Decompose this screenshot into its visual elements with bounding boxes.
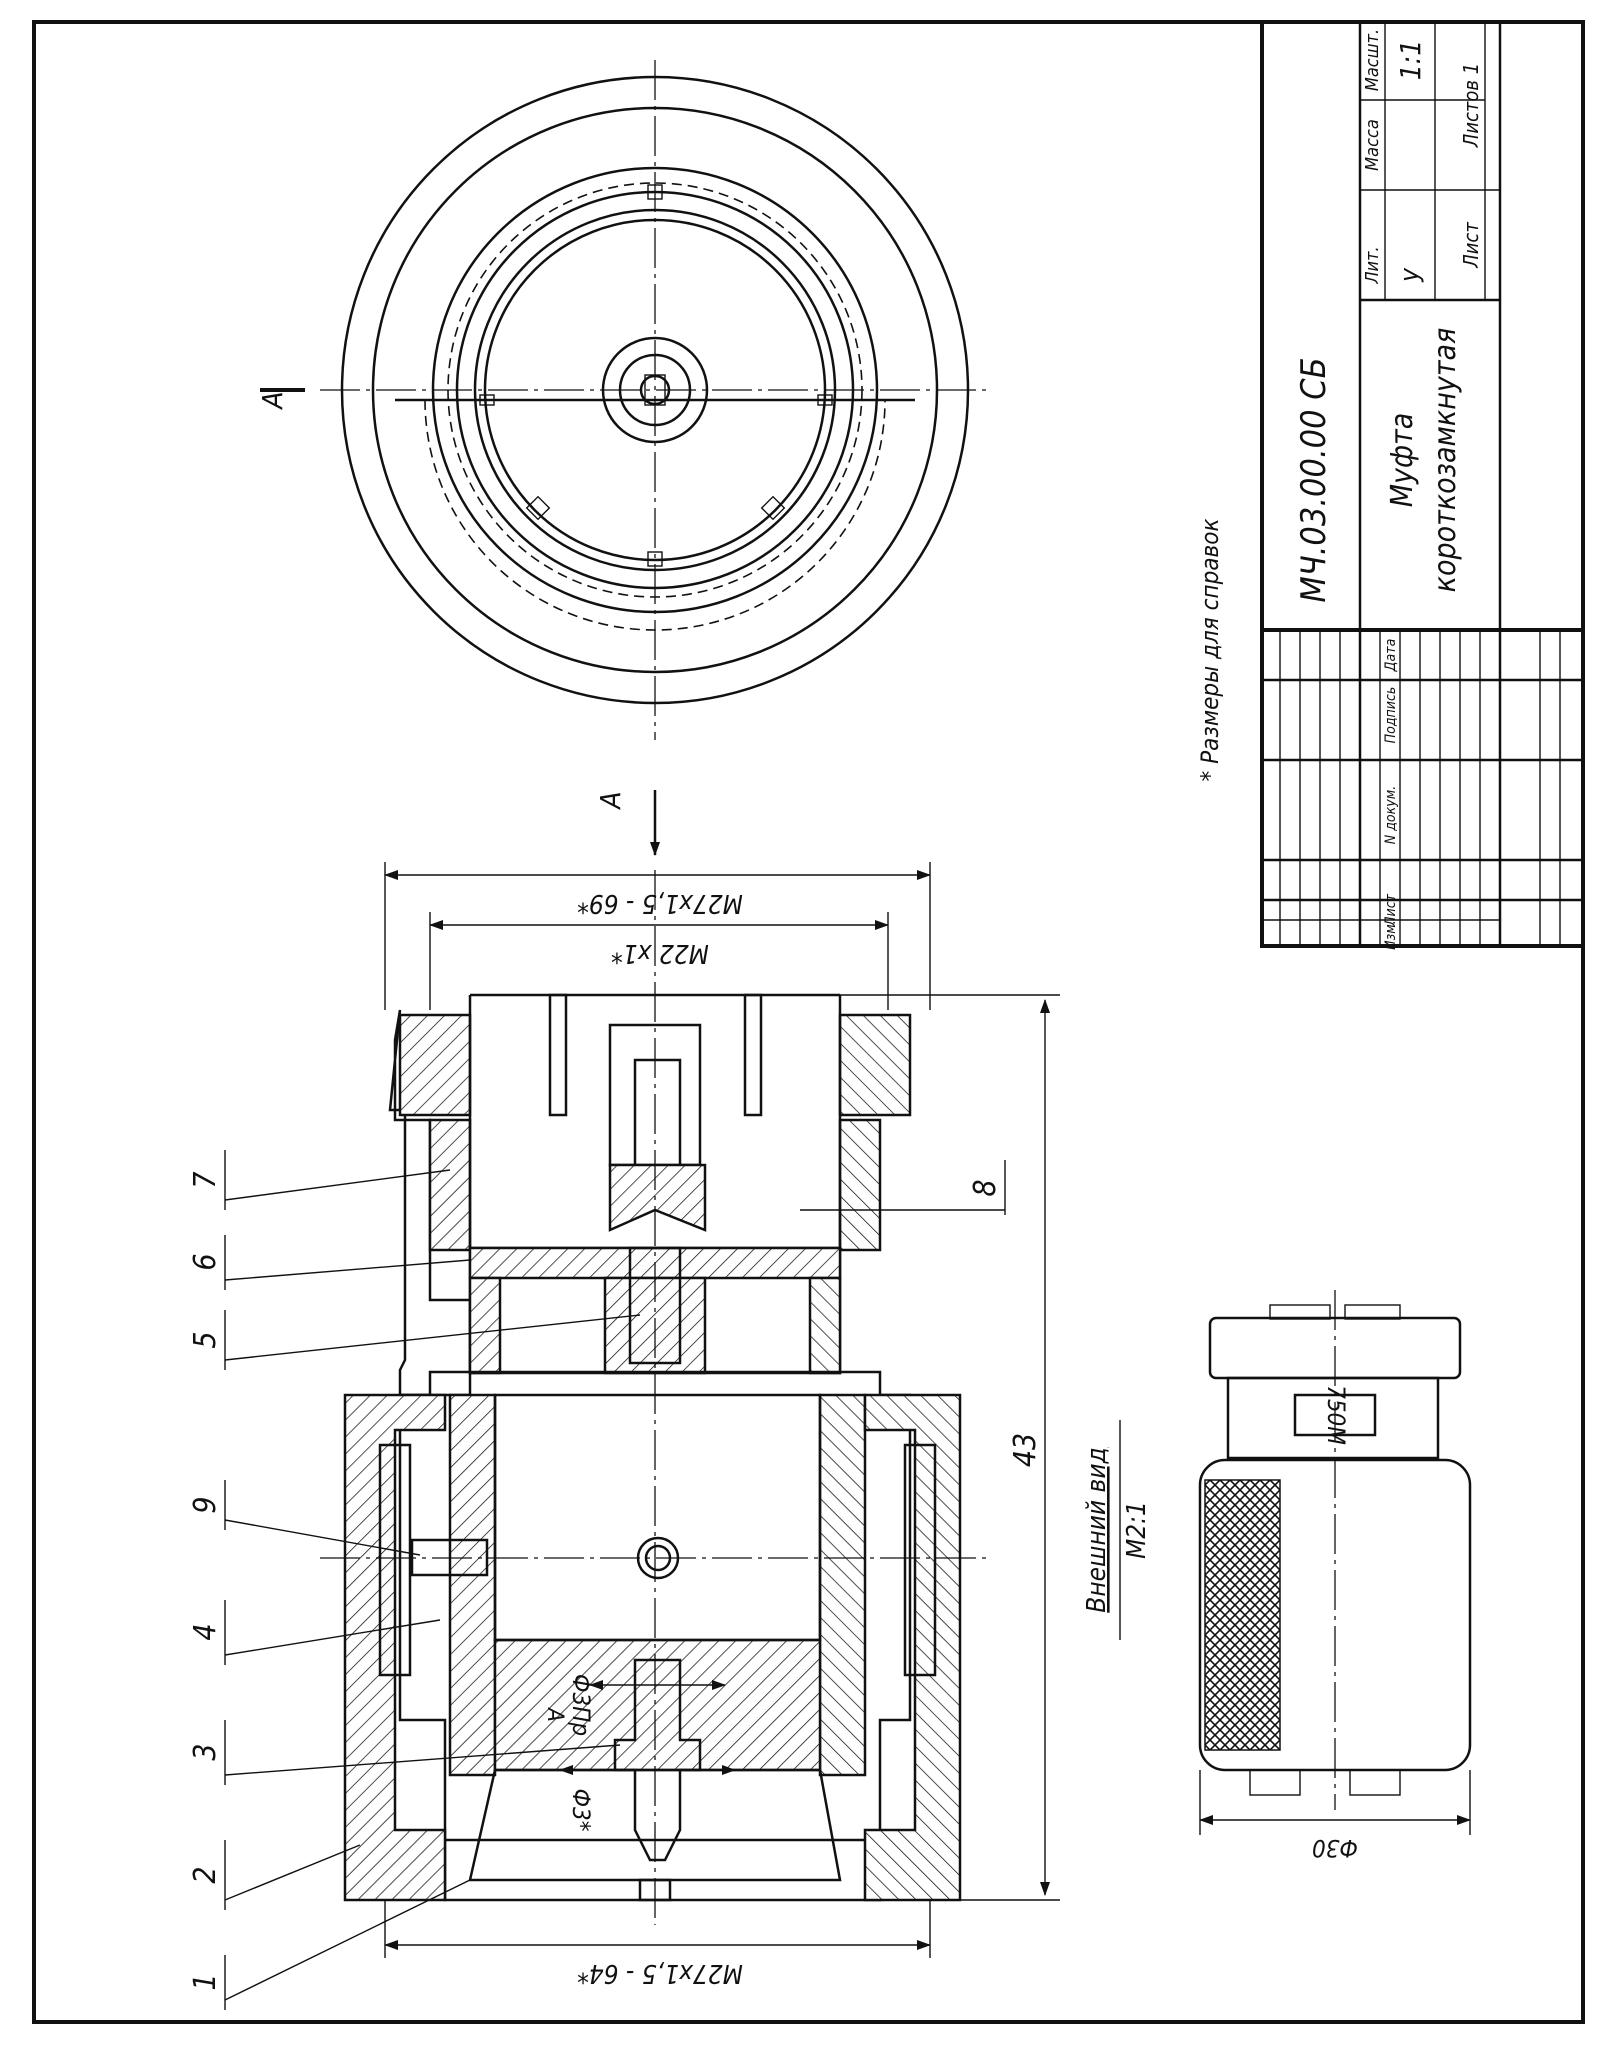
reference-note: * Размеры для справок (1196, 518, 1224, 781)
lit-value: у (1395, 267, 1425, 283)
leader-label-3: 3 (188, 1743, 223, 1760)
dimension-lines (384, 862, 1060, 1958)
sheet-label: Лист (1459, 222, 1483, 269)
leader-label-2: 2 (188, 1866, 223, 1883)
leader-label-8: 8 (968, 1179, 1003, 1196)
drawing-frame (32, 20, 1585, 2024)
rev-label-list: Лист (1383, 893, 1399, 927)
scale-header: Масшт. (1362, 29, 1383, 91)
revision-table (1262, 630, 1583, 946)
rev-label-date: Дата (1383, 639, 1399, 673)
lit-header: Лит. (1362, 246, 1383, 284)
external-view-title: Внешний вид (1082, 1447, 1112, 1612)
external-view (1198, 1290, 1472, 1835)
leader-label-1: 1 (188, 1973, 223, 1990)
dim-ext-dia: Ф30 (1312, 1834, 1358, 1862)
name-line1-text: Муфта (1385, 413, 1420, 508)
rev-label-doc: N докум. (1383, 786, 1399, 844)
external-view-marking: 750M (1322, 1385, 1350, 1445)
title-block: МЧ.03.00.00 СБ Муфта короткозамкнутая Ли… (1260, 20, 1585, 950)
mass-header: Масса (1362, 119, 1383, 171)
leader-lines (224, 1150, 1006, 2010)
dim-bore-fit: Ф3Пр (567, 1674, 595, 1736)
external-view-scale: М2:1 (1122, 1501, 1152, 1559)
dim-outer-thread-bottom: M27x1,5 - 64* (577, 1958, 743, 1988)
leader-label-9: 9 (188, 1496, 223, 1513)
dim-pin-dia: Ф3* (567, 1788, 595, 1831)
scale-value: 1:1 (1394, 40, 1427, 81)
designation-text: МЧ.03.00.00 СБ (1294, 357, 1334, 602)
dim-inner-thread-top: M22 x1* (611, 938, 709, 968)
leader-label-6: 6 (188, 1253, 223, 1270)
leader-label-5: 5 (188, 1331, 223, 1348)
section-mark-a-arrow: А (594, 791, 627, 810)
leader-label-7: 7 (188, 1171, 223, 1188)
sheets-label: Листов 1 (1459, 63, 1483, 148)
section-view (320, 870, 990, 1925)
dim-section-sub: А (542, 1706, 567, 1722)
section-mark-a-top: А (256, 391, 289, 410)
rev-label-izm: Изм. (1383, 920, 1399, 950)
leader-label-4: 4 (188, 1623, 223, 1640)
dim-outer-thread-top: M27x1,5 - 69* (577, 888, 743, 918)
rev-label-sign: Подпись (1383, 687, 1399, 744)
name-line2-text: короткозамкнутая (1428, 328, 1463, 593)
dim-length: 43 (1008, 1433, 1043, 1467)
top-view (320, 60, 990, 740)
